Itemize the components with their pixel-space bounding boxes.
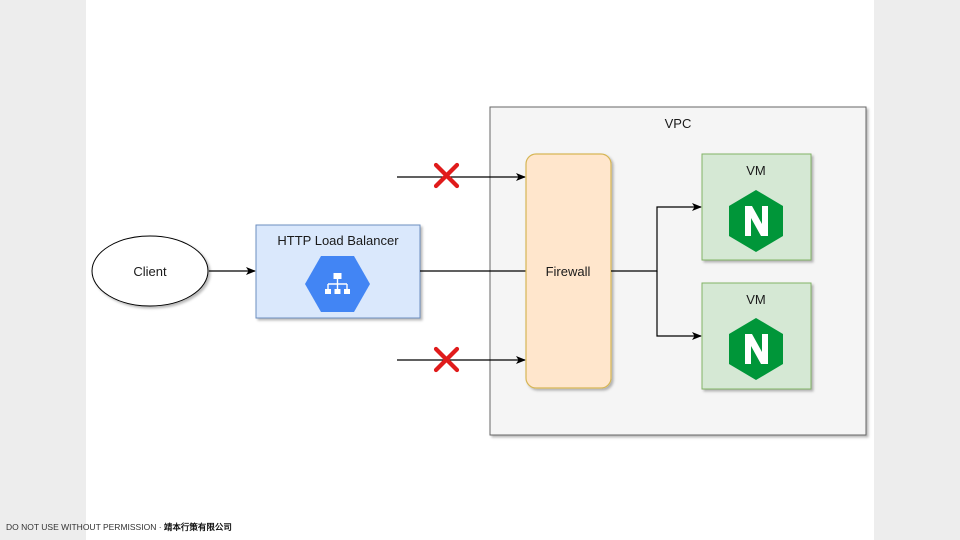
- firewall-node: Firewall: [525, 153, 612, 389]
- vm-2-label: VM: [746, 292, 766, 307]
- red-x-icon: [433, 346, 460, 373]
- load-balancer-label: HTTP Load Balancer: [277, 233, 399, 248]
- footer-brand: 靖本行策有限公司: [163, 522, 232, 532]
- vpc-label: VPC: [665, 116, 692, 131]
- vm-node-1: VM: [701, 153, 812, 261]
- footer-notice-text: DO NOT USE WITHOUT PERMISSION ·: [6, 522, 164, 532]
- firewall-label: Firewall: [546, 264, 591, 279]
- vm-node-2: VM: [701, 282, 812, 390]
- load-balancer-icon: [305, 256, 370, 312]
- nginx-icon: [729, 318, 783, 380]
- load-balancer-node: HTTP Load Balancer: [255, 224, 421, 319]
- client-label: Client: [133, 264, 167, 279]
- client-node: Client: [91, 235, 209, 307]
- nginx-icon: [729, 190, 783, 252]
- vm-1-label: VM: [746, 163, 766, 178]
- footer-notice: DO NOT USE WITHOUT PERMISSION · 靖本行策有限公司: [6, 521, 232, 533]
- edge-firewall-to-vm-1: [611, 203, 702, 272]
- red-x-icon: [433, 162, 460, 189]
- edge-firewall-to-vm-2: [656, 271, 702, 340]
